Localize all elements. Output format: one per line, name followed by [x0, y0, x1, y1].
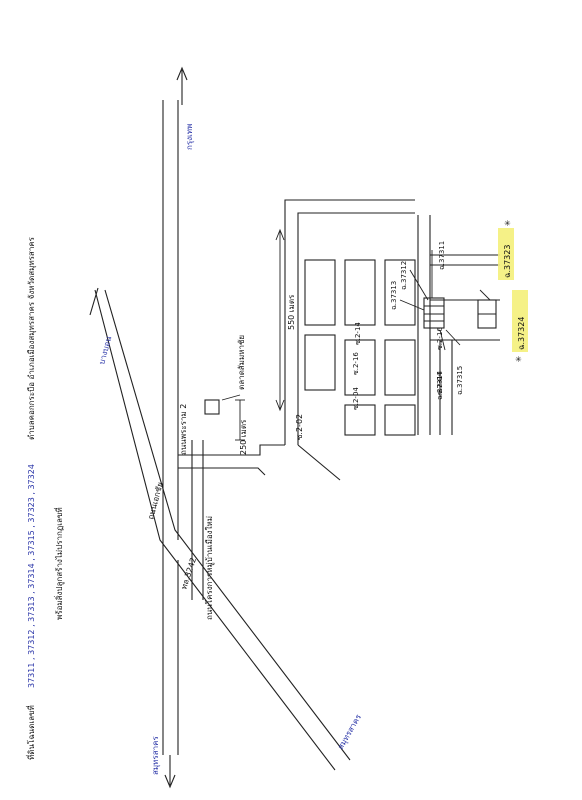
title-location: ตำบลคอกกระบือ อำเภอเมืองสมุทรสาคร จังหวั… — [27, 236, 36, 440]
label-samutsakhon: สมุทรสาคร — [151, 736, 160, 775]
deed-numbers: 37311 , 37312 , 37313 , 37314 , 37315 , … — [27, 464, 36, 688]
label-soi-2-16: ซ.2-16 — [352, 352, 360, 375]
village-road: ถนนโครงการหมู่บ้านเมืองใหม่ 250 เมตร ตลา… — [178, 335, 285, 620]
label-p37312: ฉ.37312 — [400, 261, 408, 290]
ekachai-road: บางบอน ถนนเอกชัย ทล.3242 สมุทรสาคร — [89, 287, 364, 771]
arrow-north-icon — [176, 66, 188, 81]
label-samutsakhon-2: สมุทรสาคร — [336, 712, 364, 751]
label-market: ตลาดสัมมหาชัย — [237, 335, 246, 390]
label-p37324: ฉ.37324 — [517, 317, 526, 350]
label-soi-2-14: ซ.2-14 — [354, 322, 362, 345]
label-p37314: ฉ.37314 — [436, 370, 444, 400]
arrow-bangbon-icon — [89, 287, 99, 316]
title-prefix: ที่ดินโฉนดเลขที่ — [25, 705, 36, 760]
subject-parcels: ฉ.37313 ฉ.37312 ฉ.37311 ฉ.37314 ฉ.37315 … — [390, 219, 528, 400]
map-title: ที่ดินโฉนดเลขที่ 37311 , 37312 , 37313 ,… — [25, 236, 36, 760]
soi-2-02: ซ.2-02 550 เมตร — [275, 199, 415, 481]
label-p37315: ฉ.37315 — [456, 366, 464, 395]
label-ekachai: ถนนเอกชัย — [146, 481, 165, 520]
label-550m: 550 เมตร — [287, 294, 296, 330]
label-p37323: ฉ.37323 — [503, 245, 512, 278]
label-p37311: ฉ.37311 — [438, 241, 446, 270]
label-soi-2-02: ซ.2-02 — [295, 414, 304, 440]
map-subtitle: พร้อมสิ่งปลูกสร้างไม่ปรากฏเลขที่ — [53, 507, 65, 620]
label-250m: 250 เมตร — [239, 419, 248, 455]
subtitle-text: พร้อมสิ่งปลูกสร้างไม่ปรากฏเลขที่ — [53, 507, 65, 620]
market-icon — [204, 399, 220, 415]
label-village-road: ถนนโครงการหมู่บ้านเมืองใหม่ — [204, 516, 215, 620]
label-p37313: ฉ.37313 — [390, 281, 398, 310]
highlight-37323 — [498, 228, 514, 280]
label-soi-2-16b: ซ.2-16 — [436, 327, 444, 350]
label-soi-2-04: ซ.2-04 — [352, 387, 360, 410]
highlight-37324 — [512, 290, 528, 352]
arrow-south-icon — [164, 774, 176, 789]
star-icon: ✳ — [504, 219, 511, 228]
rama2-road: กรุงเทพ สมุทรสาคร ถนนพระราม 2 — [151, 66, 194, 789]
label-route3242: ทล.3242 — [179, 556, 198, 590]
block-grid: ซ.2-14 ซ.2-16 ซ.2-04 ซ.2-16 ซ.2-04 — [304, 215, 500, 436]
label-rama2: ถนนพระราม 2 — [179, 404, 188, 455]
star-icon-2: ✳ — [515, 355, 522, 364]
label-krungthep: กรุงเทพ — [185, 124, 194, 150]
parcel-cluster — [423, 297, 445, 329]
label-soi-2-04b: ซ.2-04 — [436, 372, 444, 395]
